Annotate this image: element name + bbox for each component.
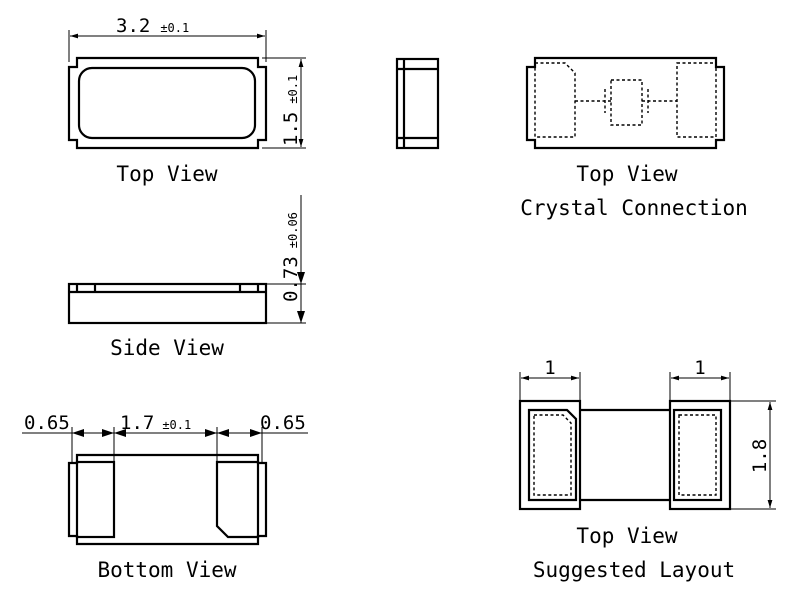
- bottom-view: 0.65 1.7±0.1 0.65 Bottom View: [22, 412, 308, 582]
- top-view-lid: [77, 66, 257, 140]
- crystal-connection-terminal-left: [534, 62, 576, 138]
- bottom-view-gap-text: 1.7±0.1: [120, 412, 191, 434]
- top-view-length-text: 3.2±0.1: [116, 15, 189, 37]
- side-view-height-text: 0.73±0.06: [280, 212, 302, 302]
- bottom-view-package-outline: [67, 453, 268, 546]
- crystal-connection-caption-2: Crystal Connection: [520, 196, 748, 220]
- suggested-layout-contact-right: [678, 414, 717, 496]
- crystal-connection-terminal-right: [676, 62, 717, 138]
- suggested-layout-terminal-left: [527, 408, 578, 502]
- top-view-package-outline: [67, 56, 268, 150]
- suggested-layout-land-right: [668, 399, 732, 511]
- bottom-view-pad-right-text: 0.65: [260, 412, 306, 434]
- top-view-caption: Top View: [116, 162, 218, 186]
- bottom-view-pad-left-text: 0.65: [24, 412, 70, 434]
- bottom-view-arrow-3: [114, 429, 126, 437]
- crystal-connection-package-outline: [525, 56, 726, 150]
- suggested-layout-contact-left: [533, 414, 572, 496]
- side-view-body: [67, 282, 268, 325]
- suggested-layout-view: 1 1 1.8 Top View Suggested Layout: [518, 357, 776, 582]
- bottom-view-arrow-6: [250, 429, 262, 437]
- suggested-layout-caption-2: Suggested Layout: [533, 558, 735, 582]
- suggested-layout-right-width-text: 1: [694, 357, 705, 379]
- bottom-view-arrow-4: [205, 429, 217, 437]
- end-view-body: [395, 57, 440, 150]
- crystal-connection-caption-1: Top View: [576, 162, 678, 186]
- side-view-caption: Side View: [110, 336, 224, 360]
- side-view-height-arrow-bottom: [297, 311, 305, 323]
- suggested-layout-height-text: 1.8: [749, 439, 771, 473]
- bottom-view-arrow-1: [72, 429, 84, 437]
- suggested-layout-terminal-right: [672, 408, 723, 502]
- suggested-layout-land-left: [518, 399, 582, 511]
- bottom-view-pad-left: [75, 460, 116, 539]
- suggested-layout-left-width-text: 1: [544, 357, 555, 379]
- bottom-view-arrow-5: [217, 429, 229, 437]
- side-view-height-arrow-top: [297, 272, 305, 284]
- top-view-width-text: 1.5±0.1: [280, 75, 302, 146]
- top-view: 3.2±0.1 1.5±0.1 Top View: [67, 15, 306, 186]
- suggested-layout-caption-1: Top View: [576, 524, 678, 548]
- bottom-view-pad-right: [215, 460, 260, 539]
- bottom-view-arrow-2: [102, 429, 114, 437]
- bottom-view-caption: Bottom View: [97, 558, 236, 582]
- crystal-connection-view: Top View Crystal Connection: [520, 56, 748, 220]
- end-view: [395, 57, 440, 150]
- side-view: 0.73±0.06 Side View: [67, 195, 306, 360]
- crystal-connection-crystal: [610, 79, 643, 126]
